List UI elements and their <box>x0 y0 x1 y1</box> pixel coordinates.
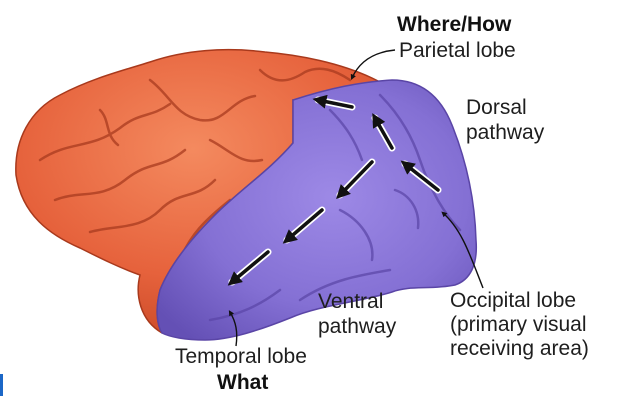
dorsal-label-line2: pathway <box>466 121 545 144</box>
ventral-arrows <box>227 158 376 286</box>
dorsal-arrows <box>312 94 442 194</box>
ventral-label-line2: pathway <box>318 315 397 338</box>
dorsal-label-line1: Dorsal <box>466 96 527 119</box>
occipital-label-line2: (primary visual <box>450 313 587 336</box>
what-label: What <box>217 371 269 394</box>
edge-marker <box>0 374 3 396</box>
where-how-label: Where/How <box>397 13 512 36</box>
occipital-label-line1: Occipital lobe <box>450 289 577 312</box>
ventral-label-line1: Ventral <box>318 290 384 313</box>
temporal-lobe-label: Temporal lobe <box>175 345 307 368</box>
parietal-lobe-label: Parietal lobe <box>399 39 516 62</box>
leader-lines <box>228 49 484 347</box>
occipital-label-line3: receiving area) <box>450 337 589 360</box>
